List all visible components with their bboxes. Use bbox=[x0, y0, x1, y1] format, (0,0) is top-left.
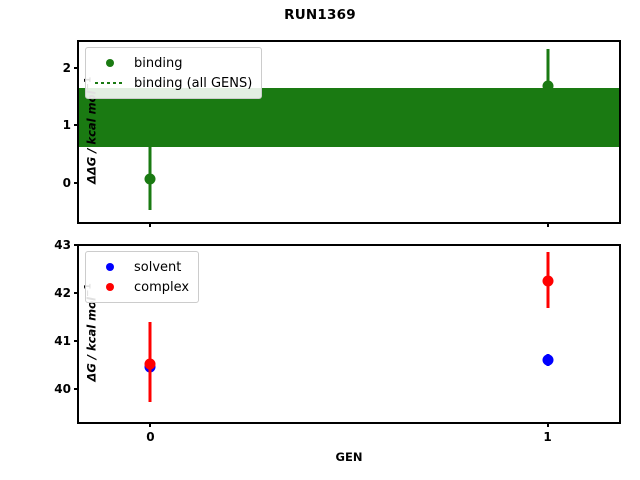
x-axis-tick-label: 1 bbox=[543, 430, 552, 444]
legend-marker-icon bbox=[93, 260, 127, 274]
y-axis-tick-label: 2 bbox=[62, 60, 71, 75]
legend-marker-icon bbox=[93, 280, 127, 294]
y-axis-tick bbox=[74, 244, 79, 247]
bottom-y-label-text: ΔG / kcal mol bbox=[84, 297, 99, 382]
solvent-data-point[interactable] bbox=[542, 354, 554, 366]
legend-entry-solvent[interactable]: solvent bbox=[93, 257, 189, 277]
binding-data-point[interactable] bbox=[542, 80, 554, 92]
binding-errorbar bbox=[546, 48, 550, 109]
legend-dotted-line-icon bbox=[93, 76, 127, 90]
y-axis-tick bbox=[74, 387, 79, 390]
y-axis-tick bbox=[74, 339, 79, 342]
legend-entry-binding--all-gens-[interactable]: binding (all GENS) bbox=[93, 73, 252, 93]
x-axis-tick bbox=[149, 222, 152, 227]
circle-marker-glyph bbox=[106, 283, 114, 291]
x-axis-tick bbox=[546, 422, 549, 427]
circle-marker-glyph bbox=[106, 263, 114, 271]
x-axis-tick-label: 0 bbox=[146, 430, 155, 444]
y-axis-tick bbox=[74, 66, 79, 69]
figure-title: RUN1369 bbox=[284, 7, 356, 23]
binding-all-gens-line bbox=[79, 116, 619, 119]
legend-entry-binding[interactable]: binding bbox=[93, 53, 252, 73]
dotted-line-glyph bbox=[95, 82, 125, 84]
binding-data-point[interactable] bbox=[144, 173, 156, 185]
y-axis-tick bbox=[74, 181, 79, 184]
x-axis-tick bbox=[149, 422, 152, 427]
y-axis-tick-label: 43 bbox=[54, 238, 71, 253]
legend-label: binding bbox=[134, 55, 183, 71]
complex-data-point[interactable] bbox=[144, 358, 156, 370]
y-axis-tick-label: 41 bbox=[54, 333, 71, 348]
y-axis-tick-label: 0 bbox=[62, 175, 71, 190]
legend-marker-icon bbox=[93, 56, 127, 70]
bottom-panel-legend[interactable]: solvent complex bbox=[85, 251, 200, 303]
y-axis-tick-label: 1 bbox=[62, 118, 71, 133]
y-axis-tick-label: 42 bbox=[54, 285, 71, 300]
y-axis-tick-label: 40 bbox=[54, 381, 71, 396]
legend-entry-complex[interactable]: complex bbox=[93, 277, 189, 297]
legend-label: complex bbox=[134, 279, 190, 295]
complex-data-point[interactable] bbox=[542, 275, 554, 287]
top-panel-legend[interactable]: binding binding (all GENS) bbox=[85, 47, 263, 99]
binding-errorbar bbox=[148, 128, 152, 210]
y-axis-tick bbox=[74, 124, 79, 127]
legend-label: solvent bbox=[134, 259, 182, 275]
bottom-panel-plot-area bbox=[79, 246, 619, 422]
legend-label: binding (all GENS) bbox=[134, 75, 253, 91]
y-axis-tick bbox=[74, 291, 79, 294]
circle-marker-glyph bbox=[106, 59, 114, 67]
top-y-label-text: ΔΔG / kcal mol bbox=[84, 90, 99, 185]
x-axis-label: GEN bbox=[335, 450, 363, 464]
x-axis-tick bbox=[546, 222, 549, 227]
